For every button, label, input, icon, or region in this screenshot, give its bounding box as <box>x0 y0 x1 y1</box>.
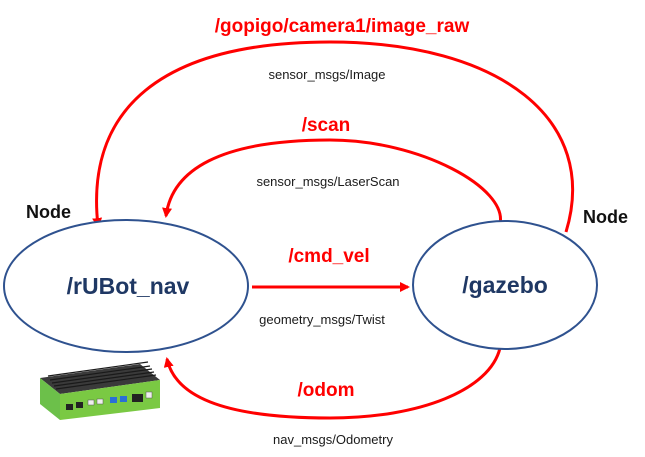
odom-msg-type: nav_msgs/Odometry <box>273 432 393 447</box>
camera-topic-arrow <box>92 40 575 233</box>
rubot-nav-node-name: /rUBot_nav <box>67 273 190 299</box>
cmd-vel-topic-name: /cmd_vel <box>288 246 369 267</box>
left-node-label: Node <box>26 202 71 222</box>
robot-computer-icon <box>40 361 160 420</box>
right-node-label: Node <box>583 207 628 227</box>
camera-topic-name: /gopigo/camera1/image_raw <box>215 16 470 37</box>
odom-topic-name: /odom <box>298 380 355 401</box>
odom-topic-arrow <box>163 347 502 420</box>
camera-msg-type: sensor_msgs/Image <box>268 67 385 82</box>
cmd-vel-msg-type: geometry_msgs/Twist <box>259 312 385 327</box>
gazebo-node[interactable] <box>412 220 598 350</box>
gazebo-node-name: /gazebo <box>462 272 548 298</box>
scan-topic-arrow <box>162 138 502 225</box>
scan-msg-type: sensor_msgs/LaserScan <box>256 174 399 189</box>
rubot-nav-node[interactable] <box>3 219 249 353</box>
scan-topic-name: /scan <box>302 115 351 136</box>
